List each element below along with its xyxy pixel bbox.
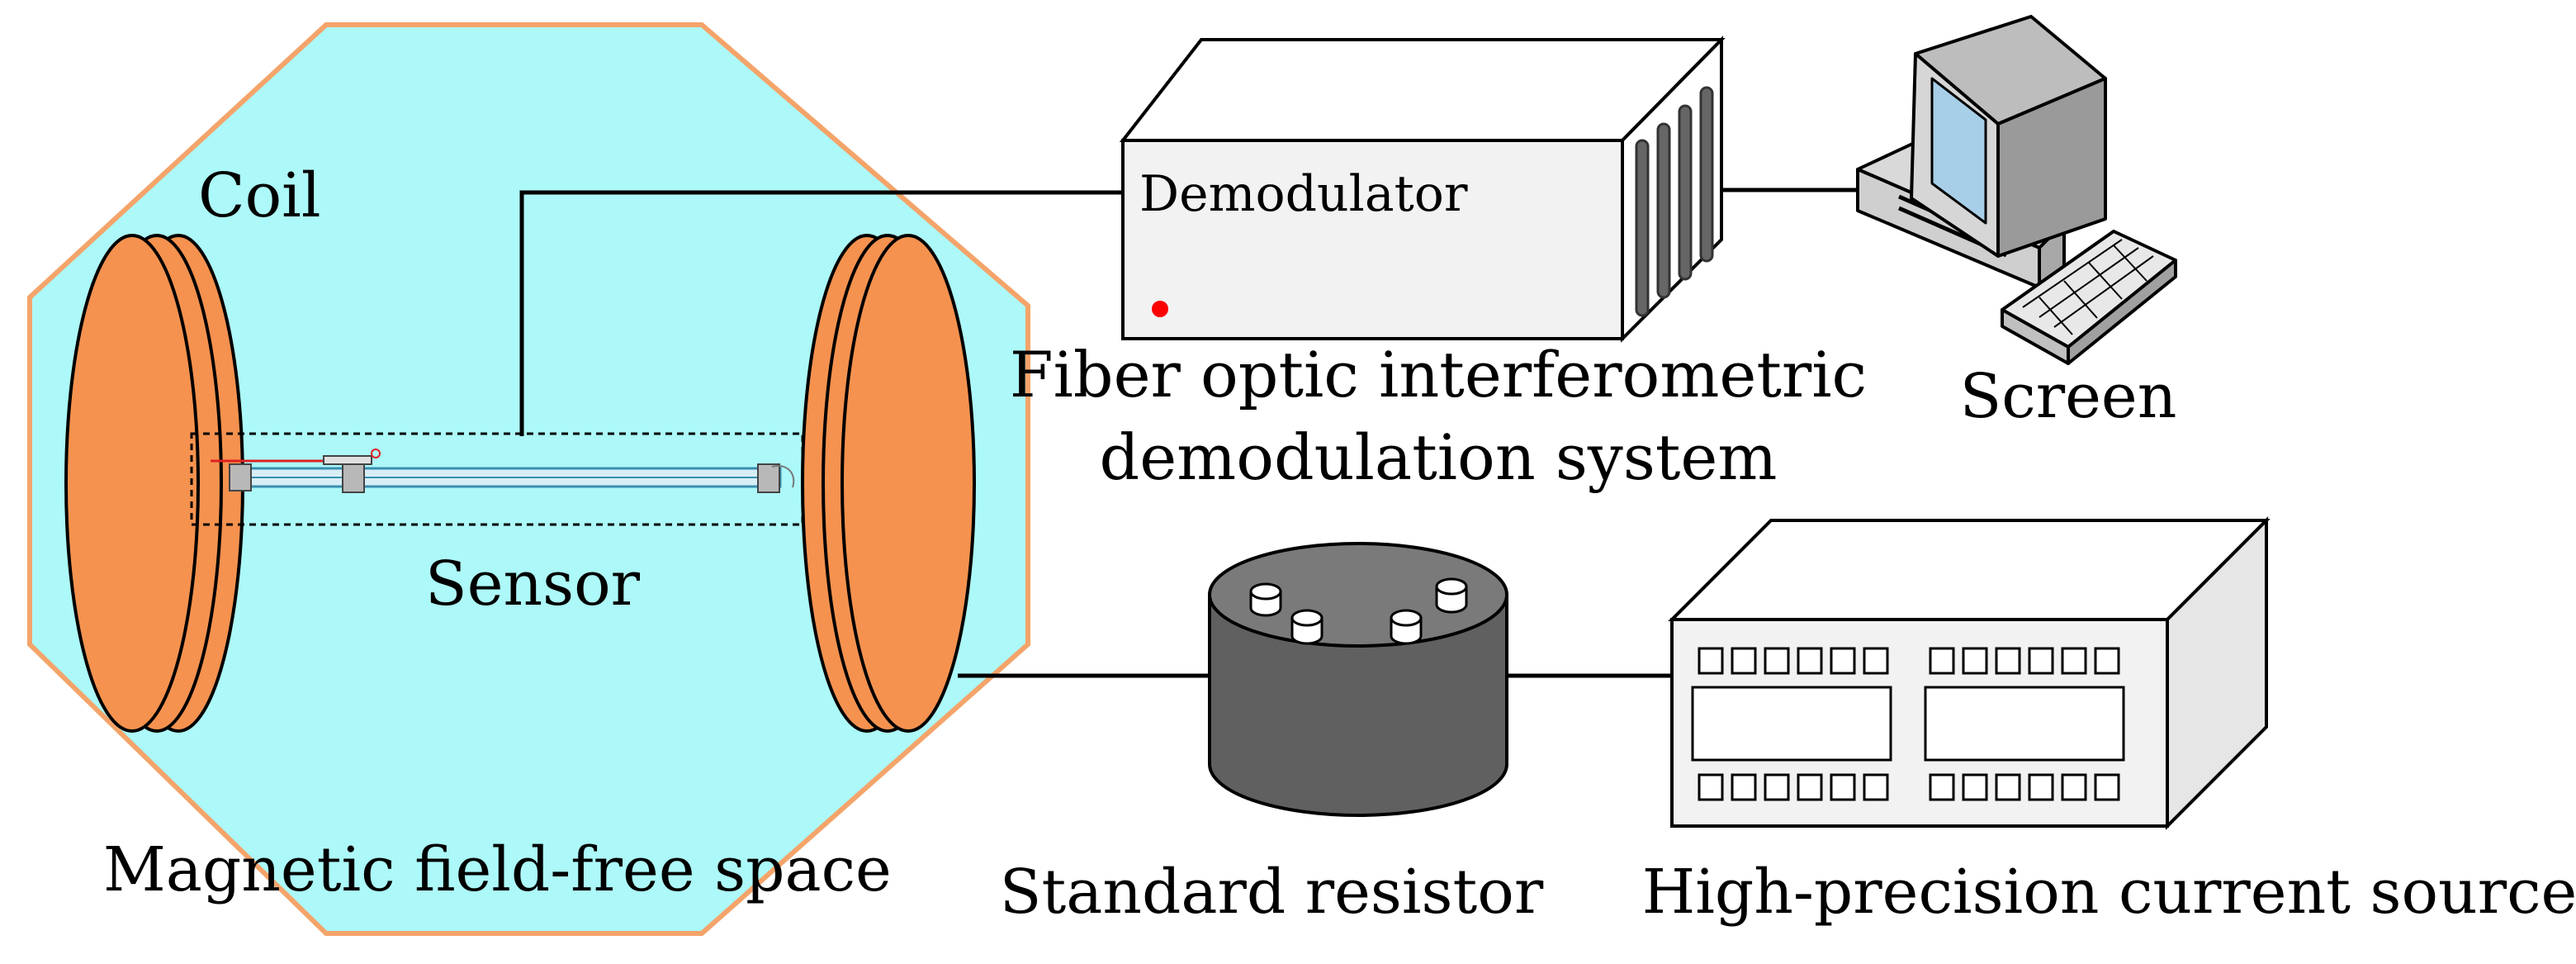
sensor-to-demodulator-wire <box>519 190 1123 436</box>
sensor-device <box>211 449 795 493</box>
current-source-label: High-precision current source <box>1642 857 2576 928</box>
coil-label: Coil <box>198 160 321 231</box>
right-coil <box>801 234 976 733</box>
computer-icon <box>1856 15 2177 365</box>
demod-system-label-line2: demodulation system <box>1100 420 1778 494</box>
standard-resistor-icon <box>1208 542 1508 817</box>
demod-system-label-line1: Fiber optic interferometric <box>1010 338 1867 411</box>
standard-resistor-label: Standard resistor <box>1000 857 1544 928</box>
sensor-label: Sensor <box>425 548 641 620</box>
demodulator-box <box>1119 36 1726 343</box>
demodulator-indicator-led <box>1152 301 1168 317</box>
magnetic-space-label: Magnetic field-free space <box>103 834 892 905</box>
screen-label: Screen <box>1960 361 2177 432</box>
sensor-region-box <box>190 432 804 526</box>
demodulator-label: Demodulator <box>1139 165 1468 223</box>
current-source-box <box>1668 516 2271 830</box>
left-coil <box>64 234 244 733</box>
